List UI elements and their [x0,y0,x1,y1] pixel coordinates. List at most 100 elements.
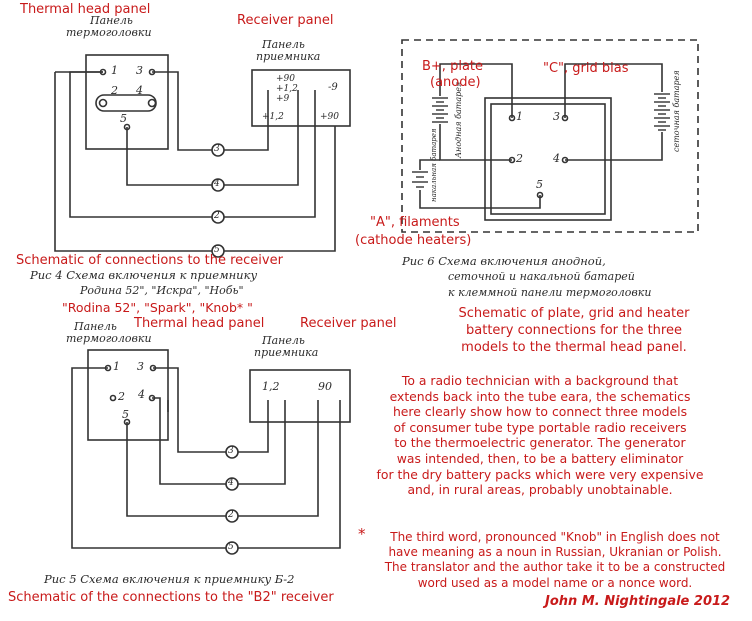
fig4-terminal-1: 1 [111,64,118,77]
fig6-panel-outer [484,97,612,221]
fig6-battery-symbols [412,93,670,188]
fig6-schematic [401,39,699,233]
footnote-star: * [358,525,366,543]
fig5-wire-label-3: 3 [228,446,234,456]
fig6-bplus-label-2: (anode) [430,75,481,90]
fig5-wire-3 [153,367,232,453]
fig5-panel-right-ru-2: приемника [254,346,319,359]
fig5-caption-ru: Рис 5 Схема включения к приемнику Б-2 [44,572,295,586]
explanation-line: To a radio technician with a background … [401,373,679,388]
fig4-terminal-4: 4 [136,84,143,97]
fig4-panel-right-ru-2: приемника [256,50,321,63]
fig4-recv-9: +9 [276,94,290,104]
fig4-wire-label-5: 5 [214,245,220,255]
fig5-thermal-panel-box [87,349,169,441]
fig4-schematic [54,54,351,258]
fig5-panel-left-ru-2: термоголовки [66,332,152,345]
fig4-receiver-panel-box [251,69,351,127]
fig5-wire-5 [71,367,232,549]
fig6-caption-ru-2: сеточной и накальной батарей [448,270,635,283]
fig4-terminal-3: 3 [136,64,143,77]
fig5-terminal-4: 4 [138,388,145,401]
fig4-recv-90a: +90 [276,74,295,84]
fig6-c-grid-bias-label: "C", grid bias [543,61,629,76]
fig5-wire-4 [152,397,232,485]
fig5-recv-12: 1,2 [262,380,280,393]
fig4-receiver-panel-label: Receiver panel [237,13,334,28]
fig6-a-filaments-label-2: (cathode heaters) [355,233,472,248]
fig6-panel-inner [490,103,606,215]
fig4-panel-left-ru-1: Панель [90,14,133,27]
fig6-a-filaments-label-1: "A", filaments [370,215,460,230]
fig4-caption-ru-2: Родина 52", "Искра", "Нобь" [80,284,244,297]
fig4-recv-m9: -9 [328,82,338,93]
fig6-dashed-frame [401,39,699,233]
fig5-terminal-5: 5 [122,408,129,421]
fig4-wire-5 [54,72,218,252]
fig4-recv-12a: +1,2 [276,84,298,94]
explanation-line: was intended, then, to be a battery elim… [396,450,684,466]
fig4-recv-90b: +90 [320,112,339,122]
fig6-caption-en: Schematic of plate, grid and heater batt… [404,305,744,356]
fig5-terminal-3: 3 [137,360,144,373]
fig6-terminal-1: 1 [516,110,523,123]
fig6-terminal-3: 3 [553,110,560,123]
footnote-line: word used as a model name or a nonce wor… [417,575,693,590]
explanation-line: of consumer tube type portable radio rec… [393,419,687,435]
fig4-models-en: "Rodina 52", "Spark", "Knob* " [62,300,253,315]
fig5-schematic [71,349,351,555]
fig4-wire-2 [69,71,218,218]
fig5-terminal-1: 1 [113,360,120,373]
fig4-wire-label-4: 4 [214,179,220,189]
fig6-caption-en-line-3: models to the thermal head panel. [461,340,687,355]
footnote-paragraph: The third word, pronounced "Knob" in Eng… [362,530,748,591]
fig5-wire-2 [126,422,232,517]
fig6-label-filament-ru: накальная батарея [430,128,438,202]
fig5-panel-right-ru-1: Панель [262,334,305,347]
fig4-wire-label-3: 3 [214,144,220,154]
fig5-recv-90: 90 [318,380,332,393]
fig4-caption-en: Schematic of connections to the receiver [16,253,283,268]
explanation-line: extends back into the tube eara, the sch… [389,388,691,404]
explanation-line: here clearly show how to connect three m… [392,404,688,420]
fig6-caption-ru-3: к клеммной панели термоголовки [448,286,652,299]
footnote-line: The third word, pronounced "Knob" in Eng… [390,530,720,544]
explanation-line: to the thermoelectric generator. The gen… [394,435,686,451]
explanation-paragraph: To a radio technician with a background … [360,373,720,498]
footnote-line: The translator and the author take it to… [384,560,726,575]
fig6-terminal-4: 4 [553,152,560,165]
fig6-label-grid-ru: сеточная батарея [672,70,681,152]
fig5-terminal-2: 2 [118,390,125,403]
fig5-wire-label-2: 2 [228,510,234,520]
fig4-recv-12b: +1,2 [262,112,284,122]
fig6-terminal-2: 2 [516,152,523,165]
fig4-terminal-2: 2 [111,84,118,97]
fig4-wire-4 [126,127,218,186]
fig4-wire-3 [152,71,218,151]
fig4-caption-ru-1: Рис 4 Схема включения к приемнику [30,268,258,282]
credit-signature: John M. Nightingale 2012 [545,594,731,609]
fig6-terminal-5: 5 [536,178,543,191]
fig5-receiver-panel-label: Receiver panel [300,316,397,331]
fig5-caption-en: Schematic of the connections to the "B2"… [8,590,334,605]
fig6-label-anode-ru: Анодная батарея [454,81,463,158]
fig4-thermal-head-panel-label: Thermal head panel [20,2,151,17]
footnote-line: have meaning as a noun in Russian, Ukran… [388,545,722,560]
fig4-wire-label-2: 2 [214,211,220,221]
explanation-line: and, in rural areas, probably unobtainab… [407,482,673,498]
fig4-jumper-bar [95,94,157,112]
fig4-panel-left-ru-2: термоголовки [66,26,152,39]
fig5-wire-label-4: 4 [228,478,234,488]
fig4-terminal-5: 5 [120,112,127,125]
fig6-bplus-label-1: B+, plate [422,59,484,74]
fig6-caption-en-line-1: Schematic of plate, grid and heater [458,306,690,321]
fig5-wire-label-5: 5 [228,542,234,552]
fig6-caption-ru-1: Рис 6 Схема включения анодной, [402,254,606,268]
fig6-caption-en-line-2: battery connections for the three [466,323,682,338]
explanation-line: for the dry battery packs which were ver… [376,466,704,482]
fig5-receiver-panel-box [249,369,351,423]
fig4-panel-right-ru-1: Панель [262,38,305,51]
fig5-thermal-head-panel-label: Thermal head panel [134,316,265,331]
fig5-panel-left-ru-1: Панель [74,320,117,333]
